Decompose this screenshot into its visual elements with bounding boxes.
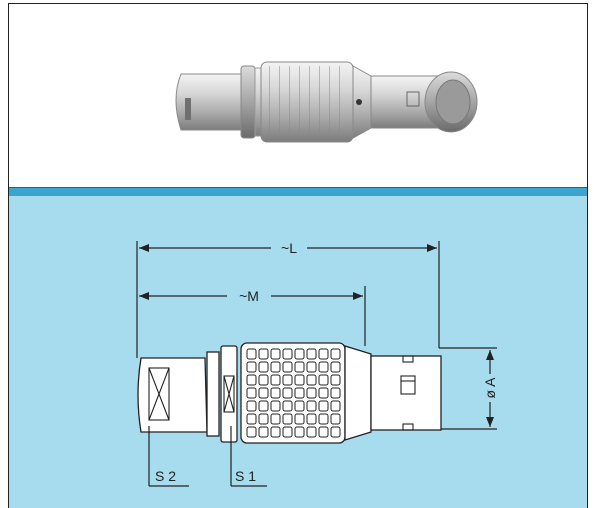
knurl-cell xyxy=(258,400,269,412)
accent-band xyxy=(9,188,587,196)
knurl-cell xyxy=(330,426,341,438)
label-s1: S 1 xyxy=(235,468,256,484)
collar-ring-1 xyxy=(240,65,256,139)
nut-cross-2 xyxy=(148,367,170,421)
figure-frame: ~L ~M ø A S 2 S 1 xyxy=(8,3,588,508)
knurl-cell xyxy=(270,400,281,412)
drawing-front-body xyxy=(370,355,442,431)
knurl-cell xyxy=(306,426,317,438)
nut-slot xyxy=(185,98,191,120)
knurl-cell xyxy=(282,374,293,386)
drawing-knurled-sleeve xyxy=(240,342,346,444)
arrow-a-bottom xyxy=(486,417,494,427)
label-diameter: ø A xyxy=(482,377,498,399)
drawing-knurl-grid xyxy=(246,348,341,438)
knurl-cell xyxy=(318,413,329,425)
arrow-m-right xyxy=(353,292,363,300)
knurl-cell xyxy=(246,400,257,412)
knurl-cell xyxy=(294,413,305,425)
knurl-cell xyxy=(330,374,341,386)
knurl-cell xyxy=(282,387,293,399)
knurl-cell xyxy=(270,426,281,438)
connector-photo xyxy=(175,61,478,143)
label-overall-length: ~L xyxy=(281,240,297,256)
knurl-cell xyxy=(306,374,317,386)
knurl-cell xyxy=(330,387,341,399)
knurl-cell xyxy=(246,374,257,386)
knurl-cell xyxy=(330,413,341,425)
knurl-cell xyxy=(270,413,281,425)
knurl-cell xyxy=(246,387,257,399)
drawing-taper xyxy=(344,345,372,441)
knurl-cell xyxy=(270,374,281,386)
knurl-cell xyxy=(282,413,293,425)
knurl-cell xyxy=(294,361,305,373)
knurl-cell xyxy=(258,374,269,386)
collar-cross-2 xyxy=(223,375,235,413)
knurl-cell xyxy=(246,361,257,373)
knurl-cell xyxy=(282,361,293,373)
panel-divider xyxy=(9,187,587,188)
knurl-cell xyxy=(282,400,293,412)
knurl-cell xyxy=(270,361,281,373)
arrow-a-top xyxy=(486,350,494,360)
knurl-pattern xyxy=(265,66,349,138)
knurl-cell xyxy=(282,348,293,360)
knurl-cell xyxy=(318,387,329,399)
knurl-cell xyxy=(330,400,341,412)
nut-flat-outline xyxy=(148,367,170,421)
connector-photo-panel xyxy=(9,4,587,187)
knurl-cell xyxy=(318,400,329,412)
knurl-cell xyxy=(294,387,305,399)
label-s2: S 2 xyxy=(155,468,176,484)
knurl-cell xyxy=(246,348,257,360)
knurl-cell xyxy=(246,426,257,438)
knurl-cell xyxy=(294,348,305,360)
knurl-cell xyxy=(306,413,317,425)
knurl-cell xyxy=(294,426,305,438)
drawing-collar xyxy=(206,351,220,437)
knurl-cell xyxy=(318,426,329,438)
knurl-cell xyxy=(330,348,341,360)
collar-ring-2 xyxy=(254,67,262,137)
front-opening xyxy=(435,79,471,125)
knurl-cell xyxy=(306,387,317,399)
knurl-cell xyxy=(318,348,329,360)
knurl-cell xyxy=(282,426,293,438)
knurl-cell xyxy=(258,413,269,425)
rear-nut xyxy=(175,73,242,131)
knurl-cell xyxy=(246,413,257,425)
dimension-drawing: ~L ~M ø A S 2 S 1 xyxy=(136,240,498,487)
front-window xyxy=(406,91,420,107)
arrow-l-right xyxy=(427,244,437,252)
label-mating-length: ~M xyxy=(239,288,259,304)
knurl-cell xyxy=(318,361,329,373)
arrow-m-left xyxy=(139,292,149,300)
knurl-cell xyxy=(318,374,329,386)
collar-flat-outline xyxy=(223,375,235,413)
dimension-drawing-panel: ~L ~M ø A S 2 S 1 xyxy=(9,196,587,508)
knurl-cell xyxy=(306,348,317,360)
knurl-cell xyxy=(306,361,317,373)
knurl-cell xyxy=(294,374,305,386)
knurl-cell xyxy=(306,400,317,412)
front-tab-bottom xyxy=(402,423,414,431)
arrow-l-left xyxy=(139,244,149,252)
knurl-cell xyxy=(294,400,305,412)
knurl-cell xyxy=(258,426,269,438)
latch-hole xyxy=(356,99,362,105)
knurl-cell xyxy=(258,361,269,373)
knurl-cell xyxy=(330,361,341,373)
drawing-front-window xyxy=(400,375,416,395)
knurl-cell xyxy=(270,348,281,360)
front-tab-top xyxy=(402,355,414,363)
drawing-rear-nut xyxy=(137,357,208,433)
knurl-cell xyxy=(270,387,281,399)
knurl-cell xyxy=(258,348,269,360)
knurl-cell xyxy=(258,387,269,399)
